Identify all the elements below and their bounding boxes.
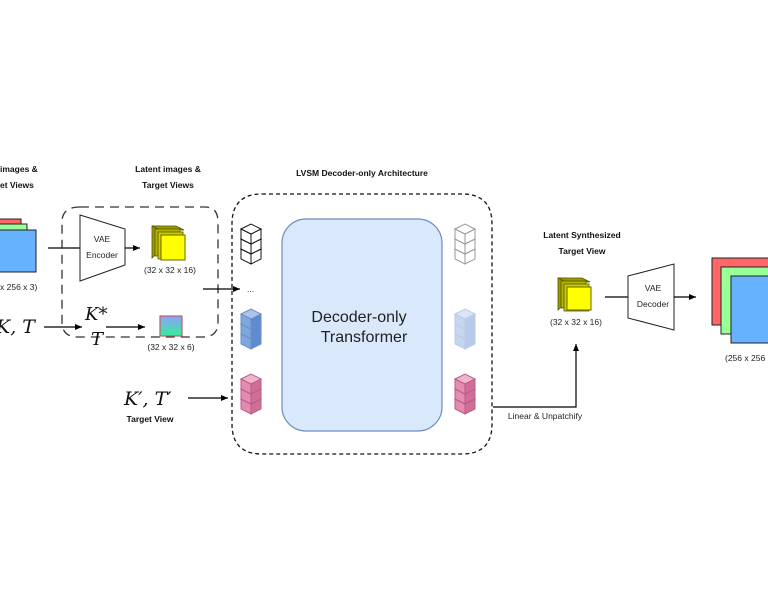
vae-decoder-block (627, 263, 675, 331)
lvsm-region-border (231, 193, 493, 455)
output-image-stack (711, 257, 768, 344)
latent-region-border (61, 206, 219, 338)
token-cube-top-face (453, 328, 477, 340)
token-cube-right-face (464, 333, 476, 350)
plucker-size-label: (32 x 32 x 6) (147, 342, 194, 352)
arrow-linear-unpatchify (493, 344, 579, 408)
target-view-math: K′, T′ (123, 388, 172, 410)
token-cube-right-face (464, 323, 476, 340)
transformer-label-line2: Transformer (321, 329, 408, 346)
input-token-stack-pink (239, 373, 263, 415)
token-ellipsis: ... (247, 284, 254, 294)
latent-cube (151, 225, 186, 261)
token-cube-top-face (453, 223, 477, 235)
output-token-stack-blue (453, 308, 477, 350)
encoder-label-line2: Encoder (86, 250, 118, 260)
input-image-stack (0, 218, 37, 273)
architecture-title: LVSM Decoder-only Architecture (296, 168, 428, 178)
latent-header-line1: Latent images & (135, 164, 201, 174)
vae-encoder-block (79, 214, 126, 282)
input-header-line1: images & (0, 164, 38, 174)
token-cube-top-face (239, 308, 263, 320)
decoder-label-line2: Decoder (637, 299, 669, 309)
input-header-line2: et Views (0, 180, 34, 190)
output-token-stack-white (453, 223, 477, 265)
output-latent-header-line2: Target View (559, 246, 606, 256)
token-cube-right-face (464, 313, 476, 330)
token-cube-top-face (453, 308, 477, 320)
output-latent-header-line1: Latent Synthesized (543, 230, 620, 240)
token-stacks (239, 223, 477, 415)
token-cube-left-face (454, 313, 466, 330)
plucker-ray-map (159, 315, 183, 337)
output-latent-size-label: (32 x 32 x 16) (550, 317, 602, 327)
token-cube-top-face (239, 373, 263, 385)
output-latent-cube (557, 277, 592, 312)
input-size-label: x 256 x 3) (0, 282, 37, 292)
token-cube-left-face (454, 323, 466, 340)
latent-header-line2: Target Views (142, 180, 194, 190)
input-token-stack-white (239, 223, 263, 265)
token-cube-top-face (453, 318, 477, 330)
output-token-stack-pink (453, 373, 477, 415)
input-token-stack-blue (239, 308, 263, 350)
camera-input-math: K, T (0, 316, 36, 338)
encoder-label-line1: VAE (94, 234, 111, 244)
linear-unpatchify-label: Linear & Unpatchify (508, 411, 583, 421)
transformer-label-line1: Decoder-only (311, 309, 406, 326)
output-image-blue (730, 275, 768, 344)
token-cube-top-face (453, 373, 477, 385)
output-size-label: (256 x 256 (725, 353, 765, 363)
decoder-only-transformer-block (281, 218, 443, 432)
target-view-label: Target View (127, 414, 174, 424)
t-math: T (91, 329, 105, 350)
input-image-blue (0, 229, 37, 273)
kstar-math: K* (84, 304, 107, 325)
token-cube-left-face (454, 333, 466, 350)
latent-size-label: (32 x 32 x 16) (144, 265, 196, 275)
decoder-label-line1: VAE (645, 283, 662, 293)
token-cube-top-face (239, 223, 263, 235)
